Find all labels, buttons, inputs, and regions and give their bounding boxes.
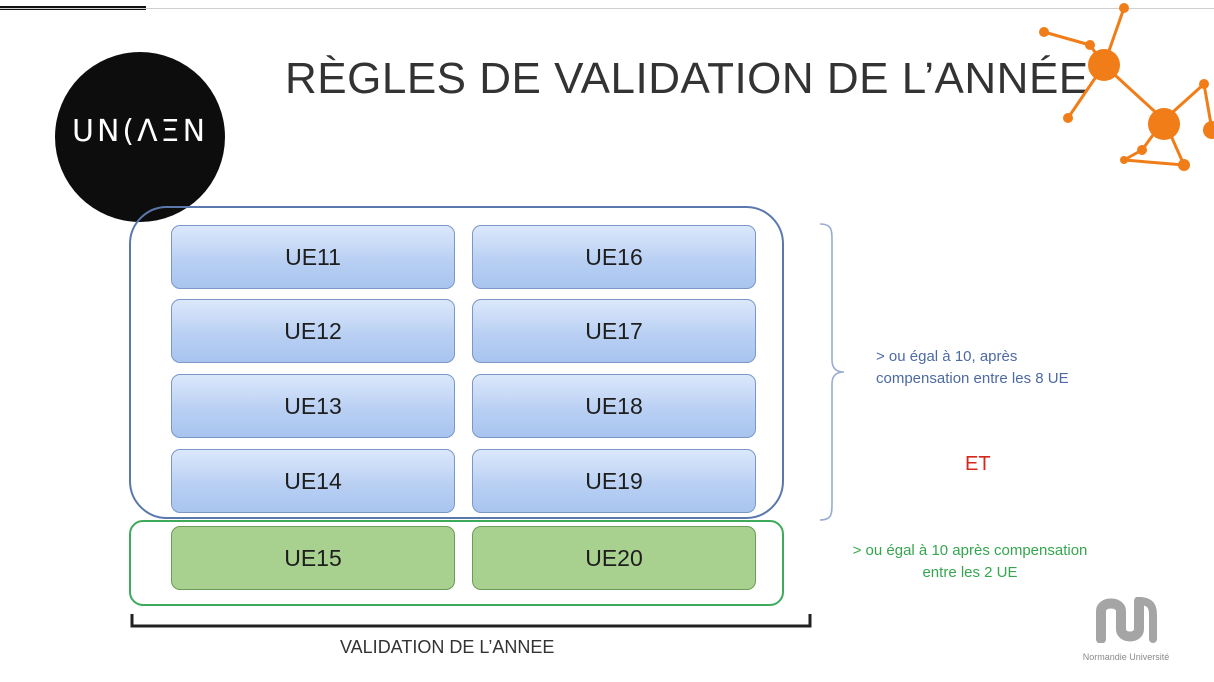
normandie-universite-icon xyxy=(1096,596,1157,644)
ue-box: UE12 xyxy=(171,299,455,363)
ue-group-8 xyxy=(129,206,784,519)
ue-box: UE11 xyxy=(171,225,455,289)
ue-group-2 xyxy=(129,520,784,606)
ue-box: UE16 xyxy=(472,225,756,289)
normandie-universite-logo: Normandie Université xyxy=(1068,596,1184,662)
molecule-network-decoration xyxy=(1039,3,1214,171)
top-divider xyxy=(0,8,1214,9)
unicaen-logo: UN(ΛΞN xyxy=(55,52,225,222)
ue-box: UE13 xyxy=(171,374,455,438)
ue-box-green: UE15 xyxy=(171,526,455,590)
ue-box: UE17 xyxy=(472,299,756,363)
ue-box: UE19 xyxy=(472,449,756,513)
bottom-bracket xyxy=(130,614,812,628)
logo-text: UN(ΛΞN xyxy=(71,114,209,149)
ue-box-green: UE20 xyxy=(472,526,756,590)
ue-box: UE14 xyxy=(171,449,455,513)
partner-logo-text: Normandie Université xyxy=(1082,652,1170,662)
green-condition-note: > ou égal à 10 après compensation entre … xyxy=(852,542,1088,581)
blue-condition-note: > ou égal à 10, après compensation entre… xyxy=(876,348,1069,387)
validation-label: VALIDATION DE L’ANNEE xyxy=(340,637,555,657)
ue-box: UE18 xyxy=(472,374,756,438)
et-label: ET xyxy=(965,453,991,475)
right-brace xyxy=(819,223,845,521)
page-title: RÈGLES DE VALIDATION DE L’ANNÉE xyxy=(285,54,1089,103)
